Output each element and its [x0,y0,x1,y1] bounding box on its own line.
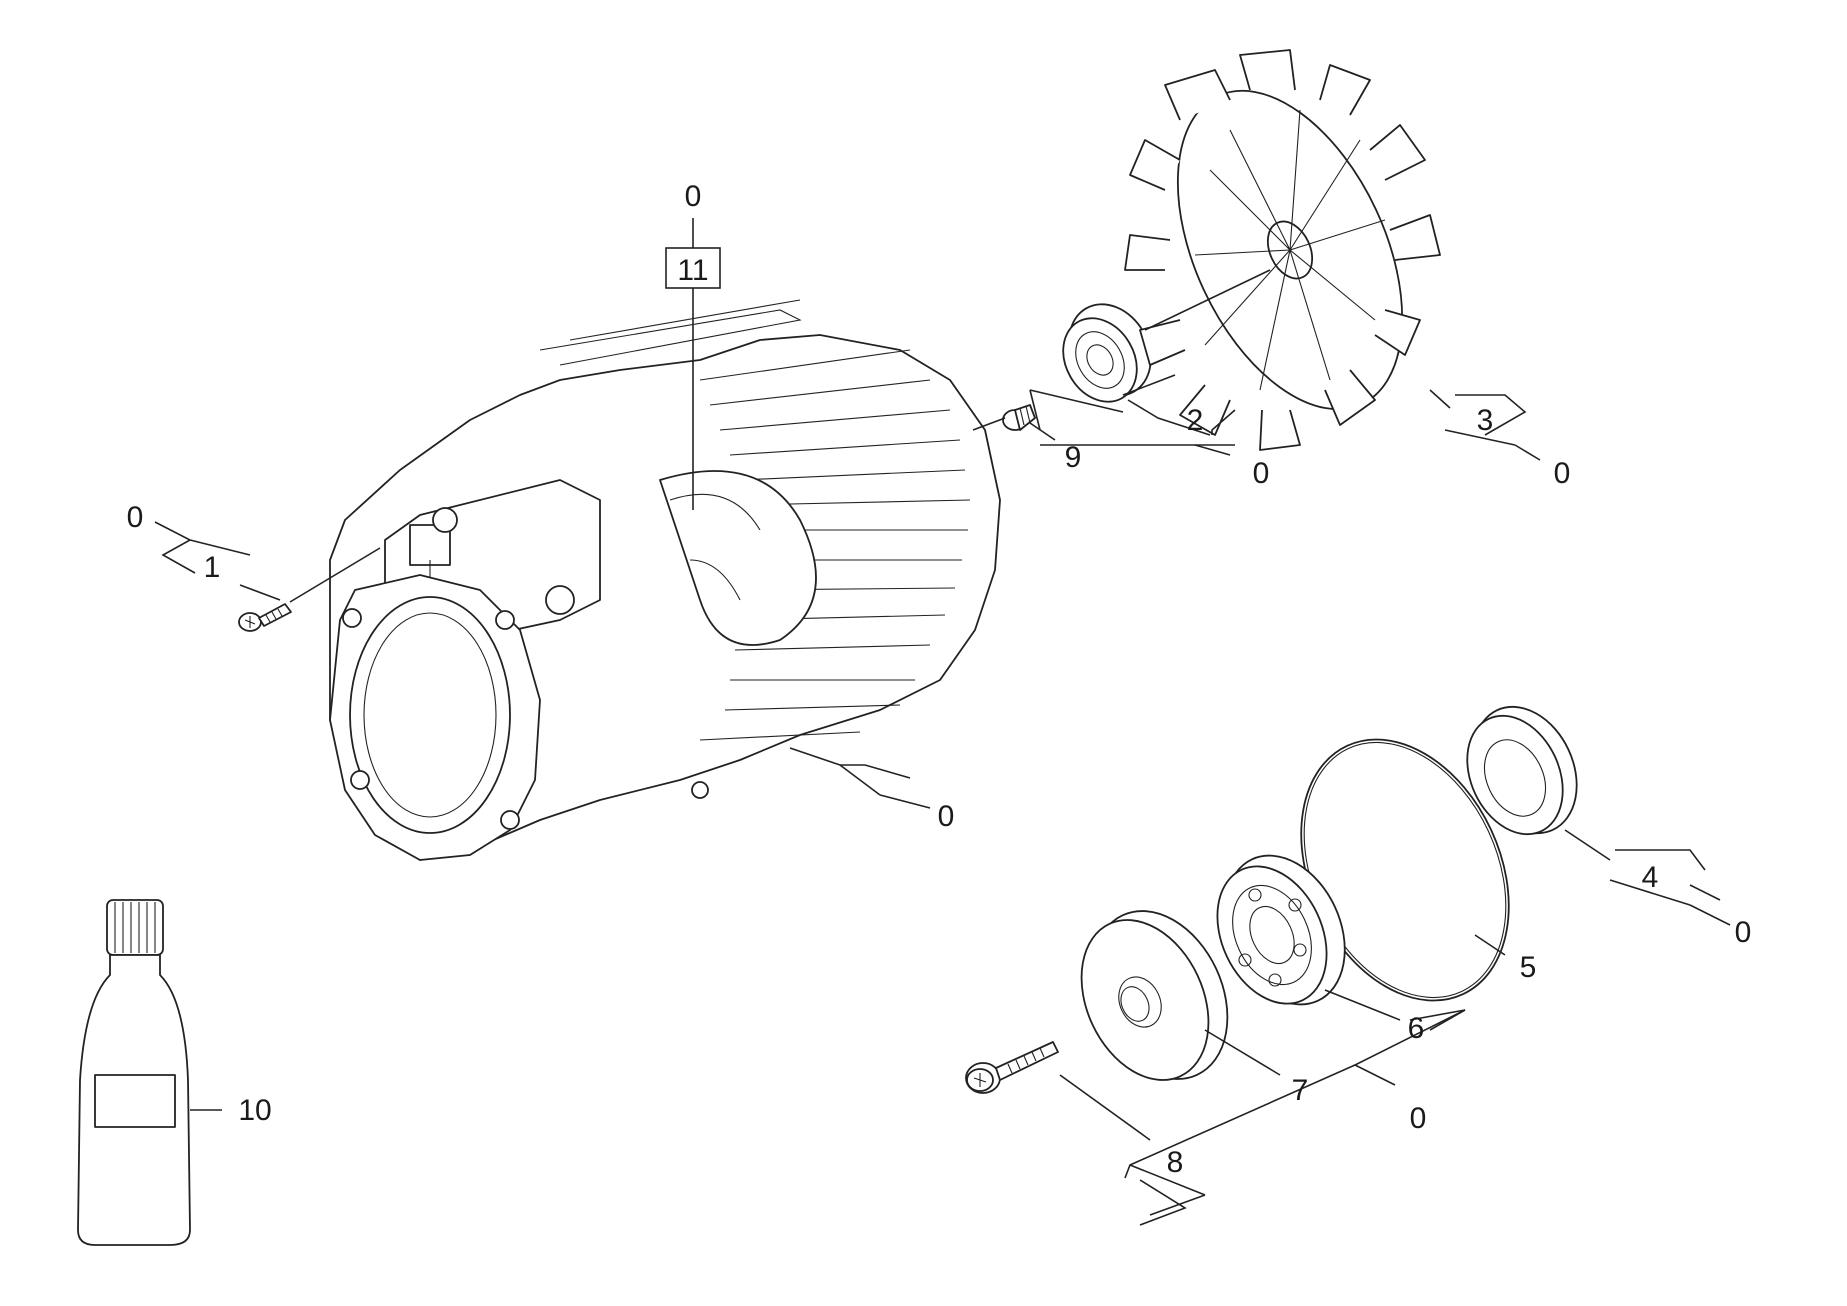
label-0-left: 0 [127,501,144,534]
label-0-kit: 0 [1410,1102,1427,1135]
nut-9 [1002,404,1036,431]
label-0-bearing-2: 0 [1253,457,1270,490]
label-4: 4 [1642,861,1659,894]
label-0-top: 0 [685,180,702,213]
label-5: 5 [1520,951,1537,984]
screw-8 [965,1041,1059,1094]
label-9: 9 [1065,441,1082,474]
label-1: 1 [204,551,221,584]
callout-labels: 0 11 0 1 9 2 0 3 0 0 4 0 5 6 7 0 8 10 [127,180,1752,1179]
label-3: 3 [1477,404,1494,437]
leader-lines [154,218,1731,1226]
cover-7 [1080,910,1229,1081]
o-ring-5 [1300,738,1510,1002]
oil-bottle-10 [77,899,191,1246]
label-7: 7 [1292,1074,1309,1107]
seal-ring-4 [1466,705,1578,836]
motor-housing [329,299,1001,861]
fan-3 [1124,49,1441,451]
label-2: 2 [1187,404,1204,437]
label-8: 8 [1167,1146,1184,1179]
label-0-seal-4: 0 [1735,916,1752,949]
label-0-fan-3: 0 [1554,457,1571,490]
label-0-housing: 0 [938,800,955,833]
label-11: 11 [677,254,708,287]
label-6: 6 [1408,1012,1425,1045]
screw-1 [238,603,292,632]
label-10: 10 [238,1094,271,1127]
bearing-6 [1216,854,1346,1006]
